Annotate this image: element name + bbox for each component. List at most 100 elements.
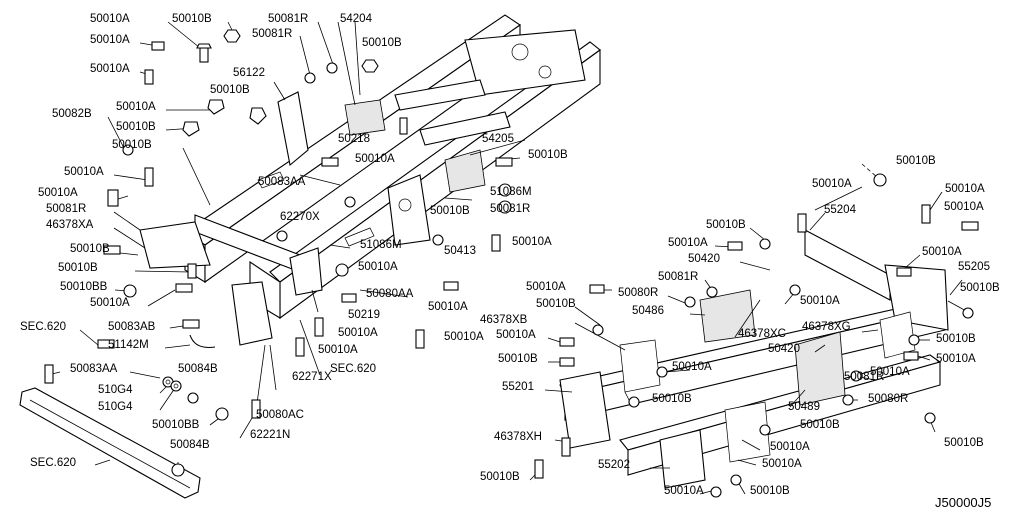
part-label: 50080AC [256, 409, 304, 421]
bolt-icon [175, 283, 193, 293]
part-label: 50010B [116, 121, 156, 133]
leader [129, 371, 161, 379]
part-label: 50010A [922, 246, 962, 258]
bracket-55202 [659, 429, 706, 489]
leader [107, 116, 126, 151]
part-label: SEC.620 [20, 321, 66, 333]
part-label: 50010A [64, 166, 104, 178]
leader [164, 344, 191, 349]
nut-icon [706, 286, 718, 298]
bolt-icon [107, 189, 119, 207]
nut-icon [730, 474, 742, 486]
part-label: 50218 [338, 133, 370, 145]
part-label: 510G4 [98, 384, 133, 396]
leader [119, 252, 139, 256]
leader [444, 197, 473, 201]
part-label: 50010A [936, 353, 976, 365]
bolt-icon [589, 284, 605, 294]
part-label: 50010A [512, 236, 552, 248]
nut-icon [908, 334, 920, 346]
nut-icon [326, 62, 338, 74]
bracket-hole [398, 198, 412, 212]
nut-icon [432, 234, 444, 246]
part-label: 50081R [490, 203, 530, 215]
bolt-icon [321, 157, 339, 167]
front-bracket [139, 221, 211, 269]
bolt-icon [399, 117, 408, 135]
nut-icon [850, 370, 862, 382]
leader [147, 289, 176, 307]
part-label: 50010B [536, 298, 576, 310]
diagram-id: J50000J5 [935, 495, 991, 510]
part-label: 50420 [688, 253, 720, 265]
part-label: 50010A [526, 281, 566, 293]
leader [299, 319, 321, 376]
part-label: 50010A [90, 34, 130, 46]
part-label: 50083AB [108, 321, 156, 333]
part-label: 62271X [292, 371, 332, 383]
part-label: 50010B [498, 353, 538, 365]
bracket-front-left [231, 281, 273, 346]
part-label: 50010A [668, 237, 708, 249]
part-label: 50010A [812, 178, 852, 190]
part-label: 55205 [958, 261, 990, 273]
part-label: 50010A [945, 183, 985, 195]
part-label: 50010A [358, 261, 398, 273]
leader [79, 329, 99, 346]
part-label: 50081R [658, 271, 698, 283]
part-label: 62221N [250, 429, 290, 441]
nut-icon [123, 284, 137, 298]
bolt-icon [797, 213, 807, 233]
part-label: 50010B [70, 243, 110, 255]
leader [814, 344, 826, 353]
leader [299, 174, 341, 186]
bolt-icon [44, 364, 54, 384]
part-label: 50420 [768, 343, 800, 355]
leader [949, 279, 963, 296]
part-label: 50010B [112, 139, 152, 151]
pad-51086m [257, 171, 285, 189]
part-label: 50081R [844, 371, 884, 383]
washer-icon [170, 380, 182, 392]
bolt-icon [103, 245, 121, 255]
nut-icon [344, 196, 356, 208]
leader [929, 191, 943, 211]
part-label: 54204 [340, 13, 373, 25]
leader [547, 337, 561, 343]
part-label: 50010A [318, 344, 358, 356]
leader [749, 227, 766, 241]
part-label: 50083AA [258, 176, 306, 188]
part-label: 50489 [788, 401, 820, 413]
nut-icon [759, 238, 771, 250]
leader [689, 313, 706, 316]
nut-icon [223, 29, 241, 43]
part-label: 50010A [870, 366, 910, 378]
part-label: 50010BB [60, 281, 108, 293]
part-label: 50010A [38, 187, 78, 199]
front-bumper [19, 387, 201, 499]
part-label: 50010A [116, 101, 156, 113]
part-label: 50010B [896, 155, 936, 167]
sub-frame [559, 229, 949, 489]
bolt-icon [196, 43, 212, 63]
hose-51142m [189, 334, 216, 349]
nut-icon [962, 307, 974, 319]
part-label: 46378XC [738, 328, 786, 340]
bolt-icon [961, 221, 979, 231]
leader [544, 389, 573, 393]
bolt-icon [182, 319, 200, 329]
washer-icon [162, 376, 174, 388]
leader [299, 35, 311, 76]
bracket-55201 [559, 371, 611, 449]
bolt-icon [559, 357, 575, 367]
part-label: 46378XH [494, 431, 542, 443]
nut-icon [171, 463, 185, 477]
bolt-icon [151, 41, 165, 51]
bolt-icon [341, 293, 357, 303]
part-label: 50010B [652, 393, 692, 405]
part-label: 50010A [428, 301, 468, 313]
leader [159, 387, 176, 411]
part-label: 50080R [618, 287, 658, 299]
bracket-50489 [794, 331, 846, 406]
